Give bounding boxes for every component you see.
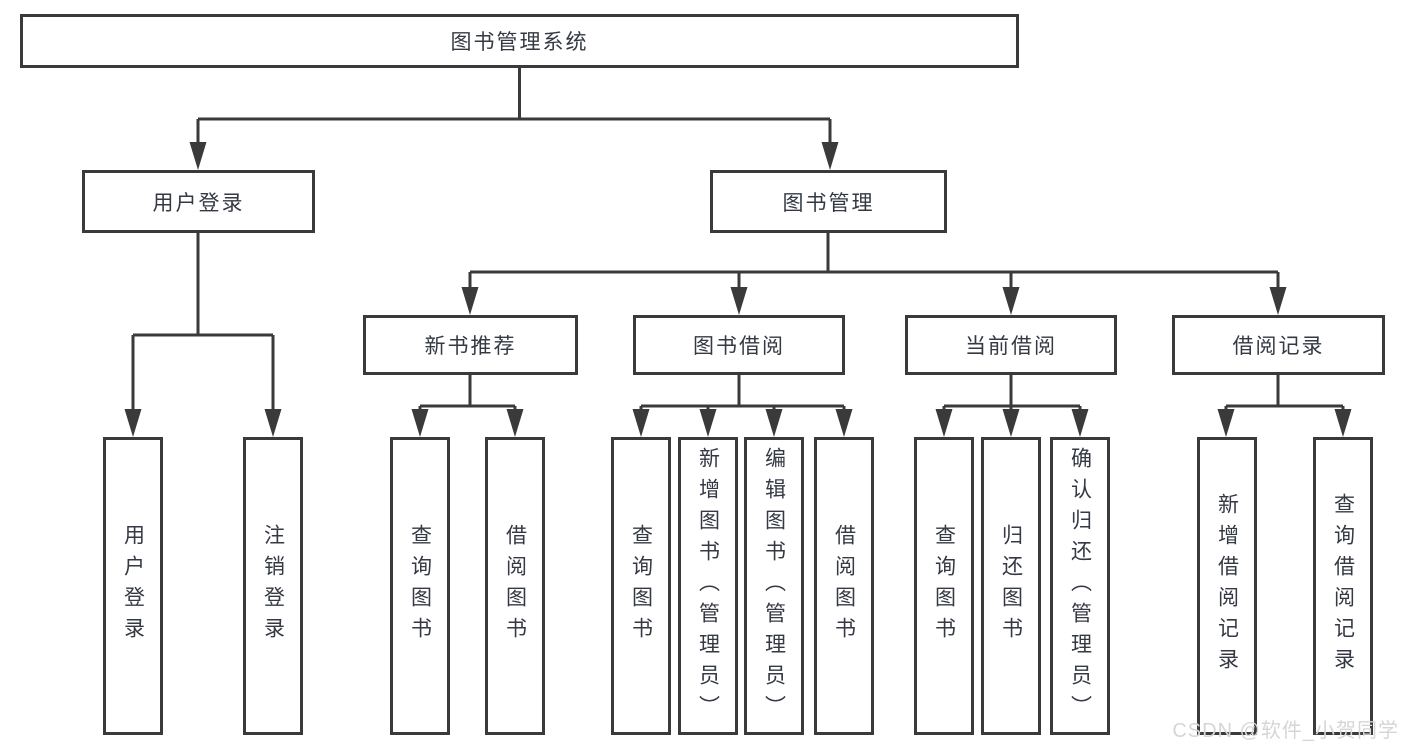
node-leaf-query-books-borrow: 查询图书 xyxy=(611,437,671,735)
node-leaf-query-borrow-record-label: 查询借阅记录 xyxy=(1331,493,1355,679)
node-leaf-return-books: 归还图书 xyxy=(981,437,1041,735)
arrowhead xyxy=(935,409,953,437)
node-leaf-add-books-admin: 新增图书（管理员） xyxy=(678,437,738,735)
node-leaf-logout: 注销登录 xyxy=(243,437,303,735)
node-leaf-add-books-admin-label: 新增图书（管理员） xyxy=(696,446,720,726)
node-leaf-query-books-current-label: 查询图书 xyxy=(932,524,956,648)
node-leaf-add-borrow-record-label: 新增借阅记录 xyxy=(1215,493,1239,679)
node-leaf-add-borrow-record: 新增借阅记录 xyxy=(1197,437,1257,735)
arrowhead xyxy=(1269,287,1287,315)
arrowhead xyxy=(1002,409,1020,437)
connector-borrow-records-to-leaves xyxy=(1224,375,1345,412)
arrowhead xyxy=(632,409,650,437)
node-leaf-query-books-borrow-label: 查询图书 xyxy=(629,524,653,648)
node-leaf-user-login: 用户登录 xyxy=(103,437,163,735)
node-leaf-borrow-books-borrow: 借阅图书 xyxy=(814,437,874,735)
node-leaf-confirm-return-admin: 确认归还（管理员） xyxy=(1050,437,1110,735)
arrowhead xyxy=(461,287,479,315)
connector-new-book-to-leaves xyxy=(418,375,517,412)
connector-current-borrow-to-leaves xyxy=(942,375,1082,412)
connector-root-to-level2 xyxy=(196,68,832,145)
node-new-book-recommend-label: 新书推荐 xyxy=(424,335,517,358)
node-root: 图书管理系统 xyxy=(20,14,1019,68)
node-leaf-borrow-books-newbook-label: 借阅图书 xyxy=(503,524,527,648)
arrowhead xyxy=(821,142,839,170)
arrowhead xyxy=(1217,409,1235,437)
node-leaf-logout-label: 注销登录 xyxy=(261,524,285,648)
node-borrow-records-label: 借阅记录 xyxy=(1232,335,1325,358)
node-leaf-query-books-current: 查询图书 xyxy=(914,437,974,735)
node-book-management: 图书管理 xyxy=(710,170,947,233)
arrowhead xyxy=(264,409,282,437)
arrowhead xyxy=(506,409,524,437)
node-current-borrow: 当前借阅 xyxy=(905,315,1117,375)
node-book-management-label: 图书管理 xyxy=(782,191,875,215)
node-leaf-user-login-label: 用户登录 xyxy=(121,524,145,648)
node-leaf-edit-books-admin-label: 编辑图书（管理员） xyxy=(762,446,786,726)
node-leaf-query-books-newbook: 查询图书 xyxy=(390,437,450,735)
connector-book-borrow-to-leaves xyxy=(639,375,846,412)
arrowhead xyxy=(1002,287,1020,315)
node-book-borrow: 图书借阅 xyxy=(633,315,845,375)
node-leaf-query-borrow-record: 查询借阅记录 xyxy=(1313,437,1373,735)
node-leaf-query-books-newbook-label: 查询图书 xyxy=(408,524,432,648)
arrowheads xyxy=(124,142,1352,437)
node-leaf-return-books-label: 归还图书 xyxy=(999,524,1023,648)
node-new-book-recommend: 新书推荐 xyxy=(363,315,578,375)
node-current-borrow-label: 当前借阅 xyxy=(965,335,1057,358)
node-leaf-borrow-books-borrow-label: 借阅图书 xyxy=(832,524,856,648)
arrowhead xyxy=(1334,409,1352,437)
node-root-label: 图书管理系统 xyxy=(450,31,589,54)
arrowhead xyxy=(411,409,429,437)
node-leaf-edit-books-admin: 编辑图书（管理员） xyxy=(744,437,804,735)
arrowhead xyxy=(835,409,853,437)
node-borrow-records: 借阅记录 xyxy=(1172,315,1385,375)
node-user-login: 用户登录 xyxy=(82,170,315,233)
node-user-login-label: 用户登录 xyxy=(152,191,245,215)
node-leaf-confirm-return-admin-label: 确认归还（管理员） xyxy=(1068,446,1092,726)
arrowhead xyxy=(730,287,748,315)
arrowhead xyxy=(189,142,207,170)
arrowhead xyxy=(699,409,717,437)
arrowhead xyxy=(124,409,142,437)
connector-user-login-to-leaves xyxy=(131,233,275,412)
arrowhead xyxy=(765,409,783,437)
watermark: CSDN @软件_小贺同学 xyxy=(1172,720,1399,742)
connector-book-management-to-level3 xyxy=(468,233,1280,290)
node-leaf-borrow-books-newbook: 借阅图书 xyxy=(485,437,545,735)
arrowhead xyxy=(1071,409,1089,437)
node-book-borrow-label: 图书借阅 xyxy=(693,335,785,358)
